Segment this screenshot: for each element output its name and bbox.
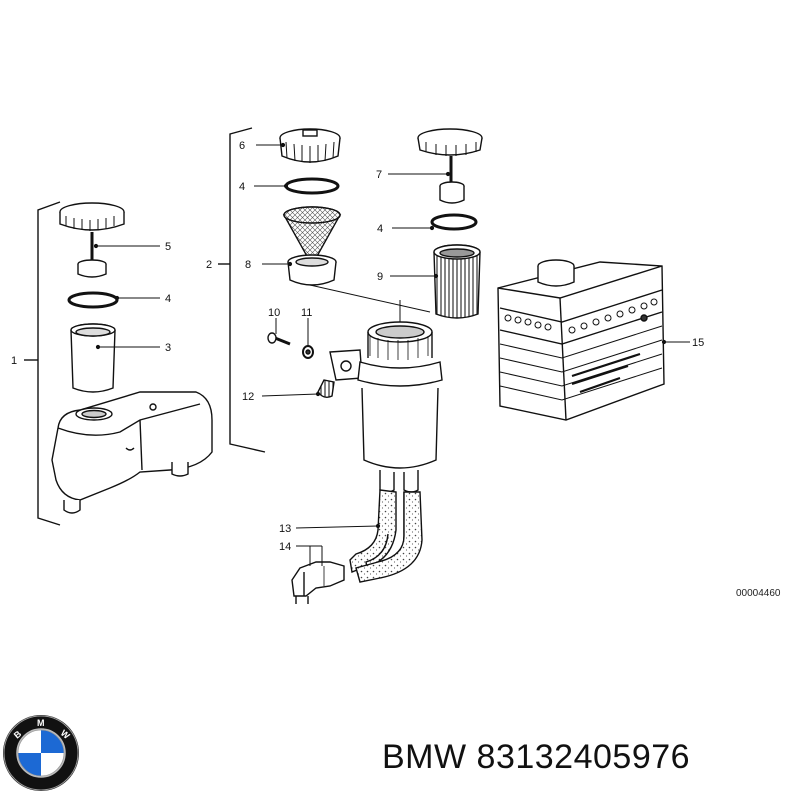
svg-text:B: B (12, 728, 24, 740)
callout-4-middle: 4 (239, 181, 245, 193)
seal-ring-left (67, 291, 119, 309)
callout-6: 6 (239, 140, 245, 152)
part-number: 83132405976 (476, 738, 691, 776)
grommet-12 (317, 379, 335, 399)
reservoir-assembly-middle (218, 127, 443, 604)
callout-12: 12 (242, 391, 254, 403)
callout-1: 1 (11, 355, 17, 367)
part-caption: BMW 83132405976 (382, 738, 690, 777)
seal-ring-middle (284, 177, 340, 195)
callout-4-left: 4 (165, 293, 171, 305)
seal-ring-right (430, 213, 478, 231)
reservoir-tank-middle (329, 321, 443, 493)
reservoir-cap-6 (279, 128, 341, 163)
screw-10 (267, 332, 291, 346)
strainer-3 (70, 323, 116, 393)
callout-10: 10 (268, 307, 280, 319)
reservoir-assembly-left (24, 201, 213, 526)
reservoir-tank-left (51, 391, 213, 514)
brand-name: BMW (382, 738, 467, 776)
callout-9: 9 (377, 271, 383, 283)
callout-7: 7 (376, 169, 382, 181)
callout-13: 13 (279, 523, 291, 535)
adapter-ring-8 (287, 254, 337, 286)
callout-11: 11 (301, 307, 312, 319)
callout-15: 15 (692, 337, 704, 349)
hose-14 (291, 491, 423, 604)
filter-cartridge-9 (433, 244, 481, 319)
filter-assembly-right (417, 128, 483, 319)
callout-5: 5 (165, 241, 171, 253)
bmw-roundel-icon: B M W (3, 715, 79, 791)
reservoir-cap-5 (59, 202, 125, 278)
oil-can-15 (497, 259, 665, 421)
callout-8: 8 (245, 259, 251, 271)
diagram-reference-number: 00004460 (736, 588, 781, 599)
callout-2: 2 (206, 259, 212, 271)
svg-text:M: M (37, 718, 45, 728)
reservoir-cap-7 (417, 128, 483, 204)
nut-11 (302, 345, 314, 359)
group-bracket-1 (37, 201, 61, 526)
callout-4-right: 4 (377, 223, 383, 235)
callout-14: 14 (279, 541, 291, 553)
callout-3: 3 (165, 342, 171, 354)
filter-cone (282, 206, 342, 259)
leader-lines (93, 142, 690, 566)
group-bracket-2 (229, 127, 266, 453)
callout-numbers: 1 5 4 3 2 6 4 8 7 4 9 10 11 12 13 14 15 … (11, 140, 781, 599)
